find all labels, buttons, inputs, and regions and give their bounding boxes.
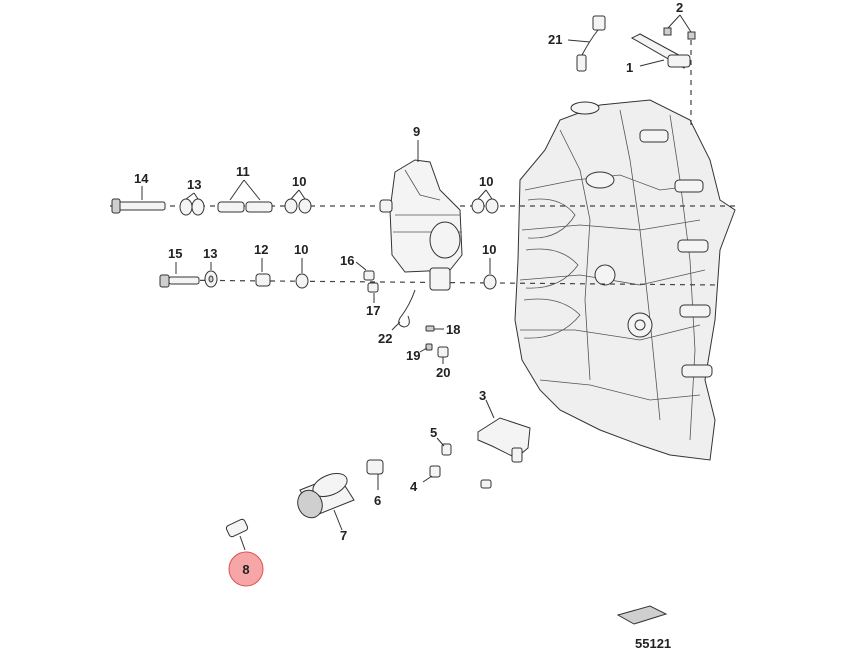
part-19-nut: 19 bbox=[406, 343, 433, 363]
part-8-fitting bbox=[225, 518, 249, 551]
part-7-oil-filter: 7 bbox=[297, 473, 355, 543]
part-18-clip: 18 bbox=[425, 322, 460, 337]
callout-6: 6 bbox=[374, 493, 381, 508]
callout-3: 3 bbox=[479, 388, 486, 403]
callout-10-c: 10 bbox=[294, 242, 308, 257]
part-11-spacers: 11 bbox=[217, 164, 273, 213]
part-14-bolt-upper: 14 bbox=[111, 171, 166, 214]
part-22-cable: 22 bbox=[378, 289, 416, 346]
callout-15: 15 bbox=[168, 246, 182, 261]
callout-19: 19 bbox=[406, 348, 420, 363]
callout-4: 4 bbox=[410, 479, 418, 494]
callout-1: 1 bbox=[626, 60, 633, 75]
part-2-screws: 2 bbox=[663, 0, 696, 125]
callout-17: 17 bbox=[366, 303, 380, 318]
callout-22: 22 bbox=[378, 331, 392, 346]
part-9-starter-motor: 9 bbox=[389, 124, 463, 291]
callout-12: 12 bbox=[254, 242, 268, 257]
part-6-adapter: 6 bbox=[366, 459, 384, 508]
figure-number: 55121 bbox=[635, 636, 671, 650]
part-13-washers-upper: 13 bbox=[179, 177, 205, 216]
callout-21: 21 bbox=[548, 32, 562, 47]
callout-2: 2 bbox=[676, 0, 683, 15]
part-20-cap: 20 bbox=[436, 346, 450, 380]
part-4-fitting: 4 bbox=[410, 465, 441, 494]
callout-10-b: 10 bbox=[479, 174, 493, 189]
part-10-grommet-lower-left: 10 bbox=[294, 242, 309, 289]
callout-20: 20 bbox=[436, 365, 450, 380]
callout-16: 16 bbox=[340, 253, 354, 268]
starter-grommet-upper bbox=[379, 199, 393, 213]
part-10-grommet-lower-right: 10 bbox=[482, 242, 497, 290]
callout-10-a: 10 bbox=[292, 174, 306, 189]
engine-block bbox=[514, 99, 736, 461]
part-10-grommets-upper-right: 10 bbox=[471, 174, 499, 214]
part-15-bolt-lower: 15 bbox=[159, 246, 200, 288]
callout-10-d: 10 bbox=[482, 242, 496, 257]
callout-5: 5 bbox=[430, 425, 437, 440]
callout-9: 9 bbox=[413, 124, 420, 139]
figure-number-badge: 55121 bbox=[616, 605, 671, 650]
part-16-screw: 16 bbox=[340, 253, 375, 281]
callout-8-highlight[interactable]: 8 bbox=[228, 551, 264, 587]
part-21-sensor: 21 bbox=[548, 15, 606, 72]
callout-8: 8 bbox=[242, 562, 249, 577]
part-3-bracket: 3 bbox=[477, 388, 531, 489]
callout-14: 14 bbox=[134, 171, 149, 186]
callout-11: 11 bbox=[236, 164, 250, 179]
part-10-grommets-upper-left: 10 bbox=[284, 174, 312, 214]
part-1-bracket: 1 bbox=[626, 33, 691, 75]
callout-13-upper: 13 bbox=[187, 177, 201, 192]
part-13-washer-lower: 13 bbox=[203, 246, 218, 288]
part-5-sensor: 5 bbox=[430, 425, 452, 456]
part-12-spacer: 12 bbox=[254, 242, 271, 287]
callout-7: 7 bbox=[340, 528, 347, 543]
callout-13-lower: 13 bbox=[203, 246, 217, 261]
callout-18: 18 bbox=[446, 322, 460, 337]
part-17-screw: 17 bbox=[366, 282, 380, 318]
